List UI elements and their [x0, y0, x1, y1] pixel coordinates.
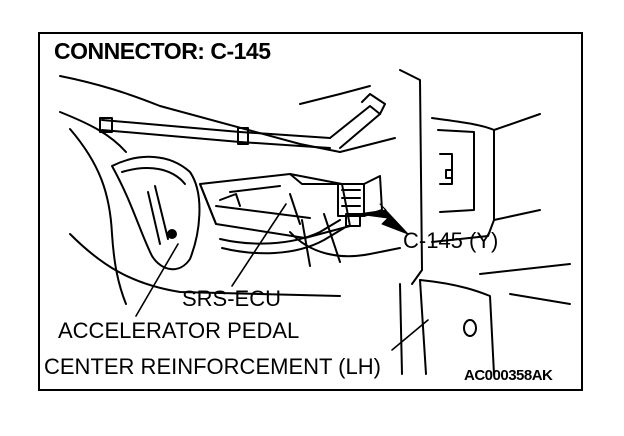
accelerator-pedal-label: ACCELERATOR PEDAL	[58, 318, 300, 343]
floor-lines	[69, 233, 571, 305]
center-reinforcement-panel	[399, 69, 541, 375]
diagram-title: CONNECTOR: C-145	[54, 38, 271, 64]
vehicle-interior-illustration	[59, 69, 571, 375]
diagram-frame: CONNECTOR: C-145 C-145 (Y) SRS-ECU ACCEL…	[38, 32, 583, 391]
accelerator-pedal	[111, 155, 201, 271]
support-bar	[99, 93, 386, 149]
figure-code: AC000358AK	[464, 367, 553, 384]
srs-ecu-label: SRS-ECU	[182, 286, 282, 311]
srs-ecu-unit	[199, 173, 351, 239]
connector-label: C-145 (Y)	[403, 228, 499, 253]
dashboard-lines	[59, 75, 396, 305]
center-reinforcement-label: CENTER REINFORCEMENT (LH)	[44, 354, 381, 379]
connector-arrow	[357, 203, 409, 235]
wiring-harness	[219, 213, 401, 267]
